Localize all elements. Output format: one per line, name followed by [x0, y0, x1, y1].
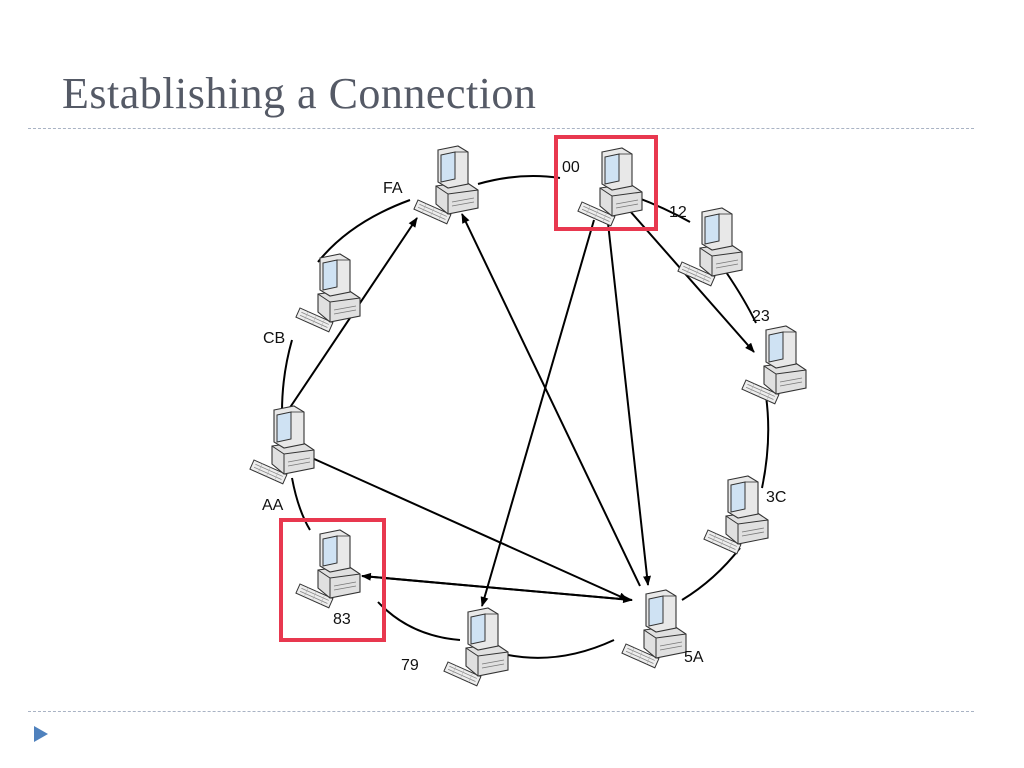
- ring-link-23-3c: [761, 395, 770, 489]
- desktop-computer-icon: [621, 589, 687, 669]
- desktop-computer-icon: [295, 529, 361, 609]
- ring-link-83-aa: [291, 477, 311, 531]
- arrow-00-to-79: [480, 219, 595, 607]
- node-cb: [295, 253, 361, 333]
- ring-link-3c-5a: [681, 547, 741, 601]
- node-79: [443, 607, 509, 687]
- node-23: [741, 325, 807, 405]
- arrow-00-to-5a: [606, 213, 651, 586]
- desktop-computer-icon: [295, 253, 361, 333]
- ring-link-fa-00: [477, 175, 561, 185]
- node-label-12: 12: [669, 204, 687, 221]
- desktop-computer-icon: [413, 145, 479, 225]
- node-5a: [621, 589, 687, 669]
- ring-link-aa-cb: [281, 339, 293, 413]
- node-label-00: 00: [562, 159, 580, 176]
- title-divider: [28, 128, 974, 129]
- node-label-3c: 3C: [766, 489, 786, 506]
- node-label-79: 79: [401, 657, 419, 674]
- ring-link-12-23: [725, 271, 757, 324]
- node-label-83: 83: [333, 611, 351, 628]
- node-fa: [413, 145, 479, 225]
- triangle-bullet-icon: [34, 726, 48, 742]
- highlight-box-node-83: [279, 518, 386, 642]
- node-label-cb: CB: [263, 330, 285, 347]
- footer-divider: [28, 711, 974, 712]
- node-label-23: 23: [752, 308, 770, 325]
- arrow-5a-to-fa: [461, 213, 641, 587]
- slide-title: Establishing a Connection: [62, 69, 537, 118]
- ring-link-cb-fa: [317, 199, 411, 263]
- node-label-5a: 5A: [684, 649, 704, 666]
- node-aa: [249, 405, 315, 485]
- desktop-computer-icon: [443, 607, 509, 687]
- ring-link-79-83: [377, 601, 461, 641]
- node-83: [295, 529, 361, 609]
- arrow-aa-to-5a: [311, 457, 629, 601]
- arrow-00-to-23: [621, 201, 755, 353]
- node-3c: [703, 475, 769, 555]
- highlight-box-node-00: [554, 135, 658, 231]
- arrow-83-to-5a: [361, 575, 633, 604]
- desktop-computer-icon: [741, 325, 807, 405]
- desktop-computer-icon: [703, 475, 769, 555]
- node-label-fa: FA: [383, 180, 403, 197]
- desktop-computer-icon: [249, 405, 315, 485]
- node-label-aa: AA: [262, 497, 284, 514]
- ring-link-5a-79: [507, 639, 615, 659]
